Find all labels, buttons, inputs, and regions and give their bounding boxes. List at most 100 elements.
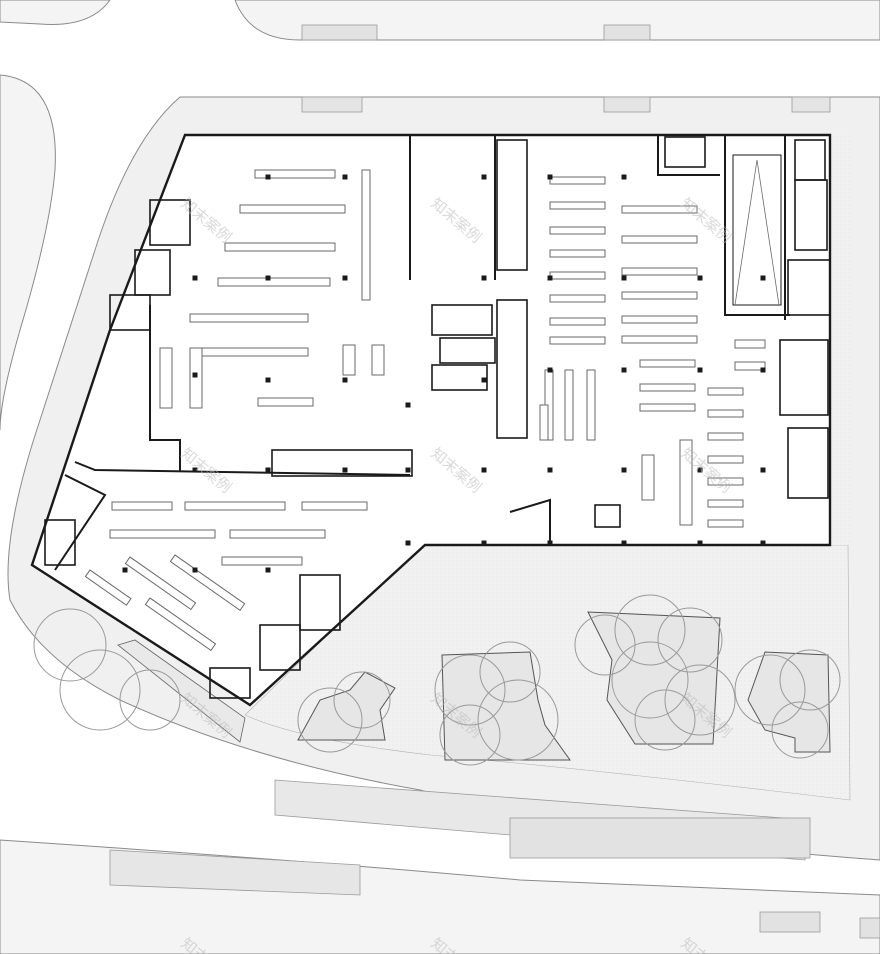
column — [760, 275, 766, 281]
service-room — [109, 294, 151, 331]
central-block — [496, 299, 528, 439]
shelf-unit — [159, 347, 173, 409]
tree-canopy — [771, 701, 829, 759]
shelf-unit — [189, 347, 203, 409]
service-room — [259, 624, 301, 671]
tree-canopy — [434, 654, 506, 726]
elevator-core — [431, 304, 493, 336]
column — [547, 467, 553, 473]
stair-core — [149, 199, 191, 246]
shelf-unit — [301, 501, 368, 511]
tree-canopy — [479, 641, 541, 703]
tree-canopy — [664, 664, 736, 736]
interior-walls — [54, 135, 790, 571]
column — [265, 567, 271, 573]
column — [621, 174, 627, 180]
stair-core — [439, 337, 496, 364]
tree-canopy — [477, 679, 559, 761]
lower-parking — [509, 817, 811, 859]
tree-canopy — [297, 687, 363, 753]
north-service-wall — [657, 135, 720, 176]
shelf-unit — [621, 335, 698, 344]
shelf-unit — [84, 569, 132, 606]
column — [122, 567, 128, 573]
shelf-unit — [217, 277, 331, 287]
column — [697, 367, 703, 373]
shelf-unit — [639, 359, 696, 368]
column — [405, 540, 411, 546]
service-room — [664, 136, 706, 168]
column — [342, 174, 348, 180]
shelf-unit — [639, 383, 696, 392]
top-left-curb — [0, 0, 111, 25]
tree-canopy — [439, 704, 501, 766]
column — [697, 275, 703, 281]
service-room — [787, 259, 831, 316]
shelf-unit — [621, 205, 698, 214]
tree-canopy — [333, 671, 391, 729]
tree-canopy — [779, 649, 841, 711]
shelf-unit — [641, 454, 655, 501]
column — [192, 275, 198, 281]
shelf-unit — [549, 271, 606, 280]
column — [265, 467, 271, 473]
column — [342, 377, 348, 383]
column — [621, 467, 627, 473]
north-bay — [603, 96, 651, 113]
planter — [441, 651, 571, 761]
column — [405, 402, 411, 408]
tree-canopies — [33, 594, 841, 766]
shelf-unit — [707, 432, 744, 441]
angled-wall — [54, 474, 107, 571]
column — [192, 372, 198, 378]
column — [481, 275, 487, 281]
column — [760, 467, 766, 473]
column — [265, 275, 271, 281]
shelf-unit — [184, 501, 286, 511]
stepped-wall — [149, 305, 181, 472]
tree-canopy — [59, 649, 141, 731]
north-bay — [301, 96, 363, 113]
shelf-unit — [199, 347, 309, 357]
shelf-unit — [621, 315, 698, 324]
shelf-unit — [621, 291, 698, 300]
shelf-unit — [549, 249, 606, 258]
shelf-unit — [707, 499, 744, 508]
shelf-unit — [707, 455, 744, 464]
column — [621, 275, 627, 281]
shelf-unit — [539, 404, 549, 441]
planter-edge — [117, 639, 246, 743]
east-pavement — [830, 135, 850, 545]
tree-canopy — [33, 608, 107, 682]
elevator-core — [431, 364, 488, 391]
top-parking-strip — [301, 24, 378, 41]
column — [405, 467, 411, 473]
column — [192, 467, 198, 473]
shelf-unit — [224, 242, 336, 252]
column — [481, 540, 487, 546]
column — [342, 467, 348, 473]
column — [621, 367, 627, 373]
shelf-unit — [342, 344, 356, 376]
shelving-fixtures — [84, 169, 766, 652]
shelf-unit — [371, 344, 385, 376]
tree-canopy — [634, 689, 696, 751]
planters — [117, 611, 831, 761]
shelf-unit — [144, 597, 217, 652]
bottom-bay — [859, 917, 880, 939]
top-parking-strip — [603, 24, 651, 41]
shelf-unit — [734, 361, 766, 371]
planter — [297, 671, 396, 741]
shelf-unit — [239, 204, 346, 214]
shelf-unit — [707, 477, 744, 486]
column — [547, 540, 553, 546]
column — [547, 367, 553, 373]
shelf-unit — [639, 403, 696, 412]
shelf-unit — [257, 397, 314, 407]
shelf-unit — [707, 519, 744, 528]
shelf-unit — [549, 176, 606, 185]
tree-canopy — [119, 669, 181, 731]
column — [481, 174, 487, 180]
service-room — [134, 249, 171, 296]
